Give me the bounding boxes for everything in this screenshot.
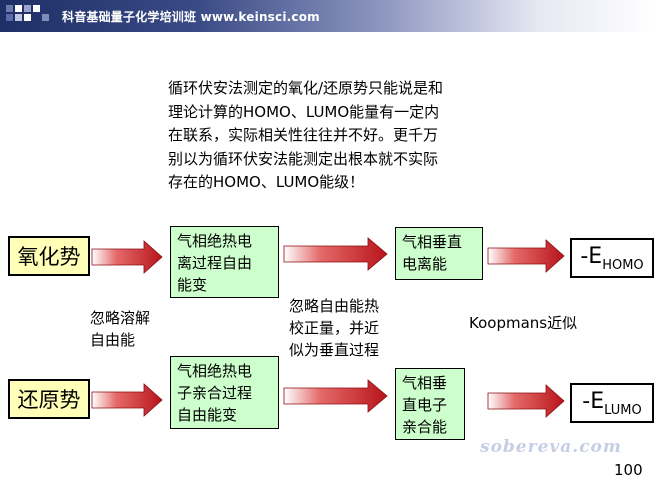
minus-e-homo-label: -EHOMO bbox=[580, 243, 644, 273]
header-square bbox=[6, 14, 13, 21]
header-decoration bbox=[0, 0, 60, 32]
header-title: 科音基础量子化学培训班 www.keinsci.com bbox=[62, 10, 320, 24]
header-square bbox=[42, 14, 49, 21]
arrow-vertical-affinity-to-lumo bbox=[487, 384, 565, 418]
arrow-vertical-ionization-to-homo bbox=[487, 239, 565, 273]
minus-e-homo-box: -EHOMO bbox=[570, 238, 654, 278]
arrow-reduction-to-adiabatic bbox=[91, 383, 163, 417]
reduction-potential-box: 还原势 bbox=[8, 379, 90, 419]
minus-e-lumo-box: -ELUMO bbox=[570, 383, 654, 423]
header-square bbox=[6, 5, 13, 12]
note-thermal-correction: 忽略自由能热 校正量，并近 似为垂直过程 bbox=[289, 297, 380, 359]
page-number: 100 bbox=[614, 461, 643, 479]
oxidation-potential-label: 氧化势 bbox=[17, 245, 81, 269]
note-koopmans: Koopmans近似 bbox=[469, 314, 578, 332]
header-divider bbox=[0, 32, 657, 34]
arrow-oxidation-to-adiabatic bbox=[91, 240, 163, 274]
reduction-potential-label: 还原势 bbox=[17, 388, 81, 412]
arrow-adiabatic-to-vertical-ionization bbox=[283, 237, 388, 271]
vertical-ionization-box: 气相垂直 电离能 bbox=[395, 227, 483, 280]
header-square bbox=[24, 14, 31, 21]
explanation-paragraph: 循环伏安法测定的氧化/还原势只能说是和 理论计算的HOMO、LUMO能量有一定内… bbox=[168, 79, 444, 191]
header-square bbox=[24, 5, 31, 12]
note-solvation: 忽略溶解 自由能 bbox=[90, 309, 151, 349]
adiabatic-ionization-box: 气相绝热电 离过程自由 能变 bbox=[170, 226, 279, 298]
header-square bbox=[15, 5, 22, 12]
header-banner: 科音基础量子化学培训班 www.keinsci.com bbox=[0, 0, 657, 32]
watermark: sobereva.com bbox=[480, 437, 622, 457]
arrow-adiabatic-to-vertical-affinity bbox=[283, 379, 388, 413]
adiabatic-affinity-box: 气相绝热电 子亲合过程 自由能变 bbox=[170, 356, 279, 429]
header-square bbox=[15, 14, 22, 21]
minus-e-lumo-label: -ELUMO bbox=[582, 388, 642, 418]
oxidation-potential-box: 氧化势 bbox=[8, 236, 90, 276]
header-square bbox=[33, 5, 40, 12]
vertical-affinity-box: 气相垂 直电子 亲合能 bbox=[395, 368, 465, 440]
